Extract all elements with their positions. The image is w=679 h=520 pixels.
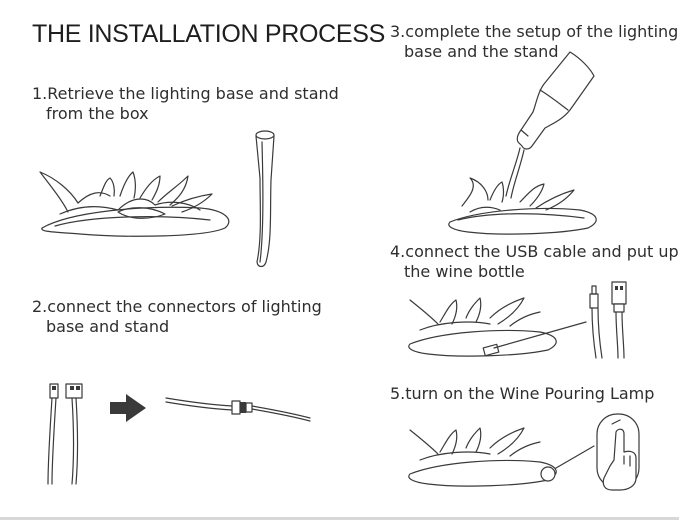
step-5-text: 5.turn on the Wine Pouring Lamp [390,384,654,404]
step-5-line1: 5.turn on the Wine Pouring Lamp [390,384,655,403]
step-2-line2: base and stand [46,317,170,336]
step-4-line2: the wine bottle [404,262,525,281]
step-1-line1: 1.Retrieve the lighting base and stand [32,84,339,103]
splash-base-illustration-3 [448,177,597,235]
connector-illustration [47,383,83,485]
wine-bottle-illustration [516,51,595,150]
bottom-divider [0,517,679,520]
stand-tube-illustration [255,130,275,268]
step-4-line1: 4.connect the USB cable and put up [390,242,679,261]
step-2-line1: 2.connect the connectors of lighting [32,297,322,316]
page-title: THE INSTALLATION PROCESS [32,20,386,48]
connected-cable-illustration [165,397,311,422]
step-1-text: 1.Retrieve the lighting base and stand f… [32,84,339,124]
step-3-text: 3.complete the setup of the lighting bas… [390,22,678,62]
usb-cable-illustration [493,281,627,359]
right-arrow-icon [110,394,146,422]
step-3-line1: 3.complete the setup of the lighting [390,22,679,41]
step-3-line2: base and the stand [404,42,559,61]
step-1-line2: from the box [46,104,149,123]
splash-base-illustration-1 [39,171,230,237]
wine-stream-illustration [505,147,525,199]
splash-base-illustration-4 [408,297,557,357]
step-4-text: 4.connect the USB cable and put up the w… [390,242,679,282]
step-2-text: 2.connect the connectors of lighting bas… [32,297,322,337]
hand-press-icon [596,413,640,491]
splash-base-illustration-5 [408,427,595,487]
